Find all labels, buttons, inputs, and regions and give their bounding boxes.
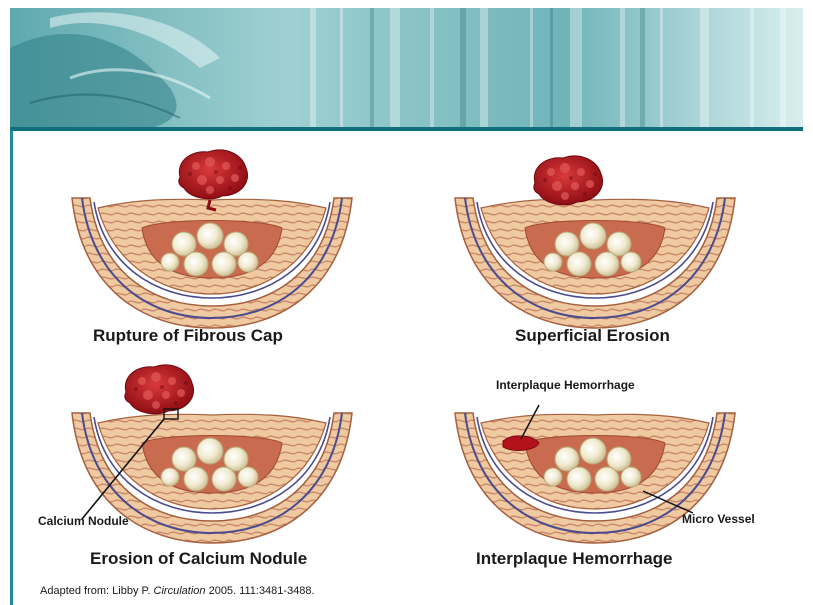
source-citation: Adapted from: Libby P. Circulation 2005.… (40, 585, 315, 597)
thrombus-shape (179, 150, 248, 199)
thrombus-shape (534, 156, 603, 205)
panel-rupture (60, 148, 420, 338)
citation-prefix: Adapted from: Libby P. (40, 585, 150, 597)
caption-interplaque-hemorrhage: Interplaque Hemorrhage (476, 549, 673, 569)
artery-illustration (60, 148, 420, 338)
caption-calcium-nodule: Erosion of Calcium Nodule (90, 549, 307, 569)
callout-micro-vessel: Micro Vessel (682, 512, 755, 526)
header-banner (10, 8, 803, 130)
callout-calcium-nodule: Calcium Nodule (38, 514, 129, 528)
citation-journal: Circulation (154, 585, 206, 597)
banner-divider (10, 127, 803, 131)
left-border (10, 130, 13, 605)
caption-rupture: Rupture of Fibrous Cap (93, 326, 283, 346)
artery-illustration (443, 148, 803, 338)
caption-superficial-erosion: Superficial Erosion (515, 326, 670, 346)
slide: Rupture of Fibrous Cap Superficial Erosi… (10, 8, 803, 605)
panel-superficial-erosion (443, 148, 803, 338)
citation-reference: 2005. 111:3481-3488. (209, 585, 315, 597)
banner-artwork (10, 8, 803, 130)
thrombus-shape (125, 365, 194, 414)
callout-interplaque-hemorrhage: Interplaque Hemorrhage (496, 378, 635, 392)
